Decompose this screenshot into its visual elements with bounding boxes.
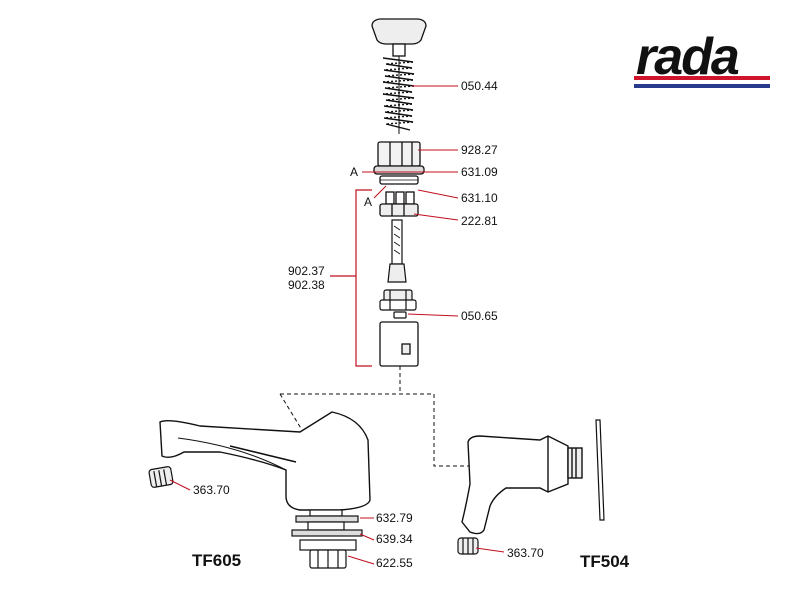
tf605-tap-body xyxy=(159,411,371,511)
logo-blue-stripe xyxy=(634,84,770,88)
model-label-tf605: TF605 xyxy=(192,551,241,570)
aerator-363-70-right xyxy=(457,537,479,555)
push-button-cap xyxy=(371,18,427,57)
aerator-363-70-left xyxy=(148,466,174,488)
logo-red-stripe xyxy=(634,76,770,80)
sleeve-050-65 xyxy=(379,321,419,367)
label-631-09: 631.09 xyxy=(461,165,498,179)
label-632-79: 632.79 xyxy=(376,511,413,525)
cartridge-body-928-27 xyxy=(377,141,421,167)
assembly-connector xyxy=(279,366,470,467)
model-label-tf504: TF504 xyxy=(580,552,630,571)
tf605-fixings xyxy=(291,509,363,569)
label-363-70-left: 363.70 xyxy=(193,483,230,497)
valve-head-222-81 xyxy=(379,191,419,217)
leader-lines xyxy=(169,85,505,565)
label-631-10: 631.10 xyxy=(461,191,498,205)
label-363-70-right: 363.70 xyxy=(507,546,544,560)
label-639-34: 639.34 xyxy=(376,532,413,546)
ref-a-lower: A xyxy=(364,195,372,209)
ref-a-upper: A xyxy=(350,165,358,179)
label-902-37: 902.37 xyxy=(288,264,325,278)
label-222-81: 222.81 xyxy=(461,214,498,228)
rada-logo: rada xyxy=(634,28,770,88)
label-902-38: 902.38 xyxy=(288,278,325,292)
spring-050-44 xyxy=(382,56,415,134)
washer-631-10 xyxy=(379,175,419,185)
label-050-44: 050.44 xyxy=(461,79,498,93)
tf504-rod xyxy=(595,419,605,521)
label-622-55: 622.55 xyxy=(376,556,413,570)
label-928-27: 928.27 xyxy=(461,143,498,157)
spindle-902 xyxy=(379,219,417,319)
seal-631-09 xyxy=(373,165,425,175)
tf504-tap-body xyxy=(461,435,583,535)
label-050-65: 050.65 xyxy=(461,309,498,323)
bracket-902 xyxy=(330,189,372,367)
